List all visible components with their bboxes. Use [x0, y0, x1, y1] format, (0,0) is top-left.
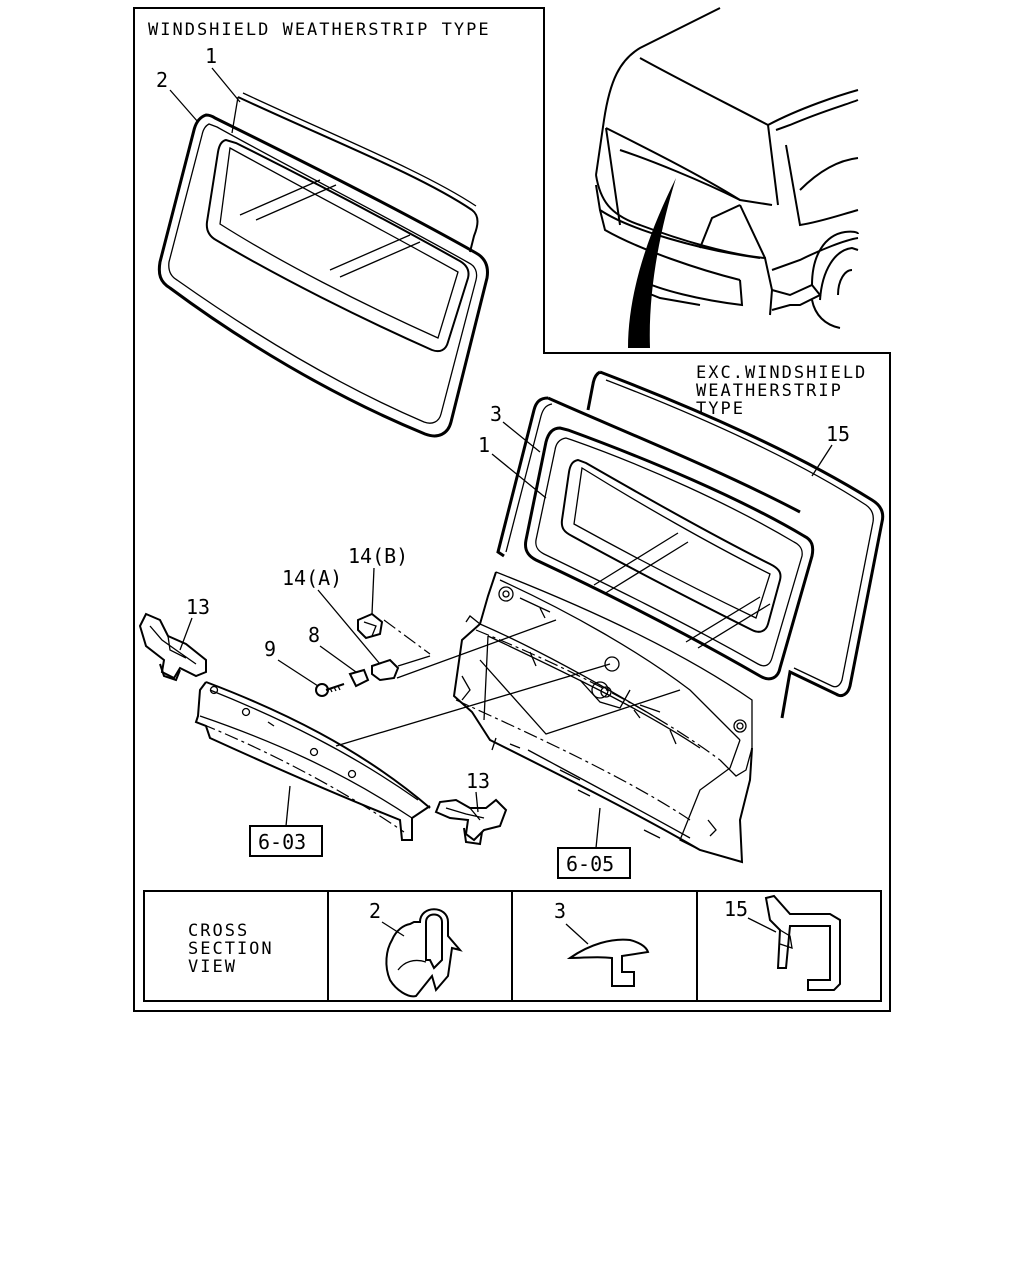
glass-inner-edge-top: [205, 138, 470, 353]
leader-14a: [317, 589, 381, 665]
cross-section-title-line2: SECTION: [188, 939, 274, 959]
leader-ref-6-05: [595, 807, 601, 849]
weatherstrip-ring-top: [157, 113, 489, 438]
nut-8: [348, 668, 370, 688]
leader-top-2: [169, 89, 199, 123]
callout-14a: 14(A): [282, 566, 342, 590]
windshield-glass-top: [157, 92, 489, 438]
dam-seal-15: [586, 370, 885, 719]
clip-14a: [371, 655, 431, 682]
leader-mid-1: [491, 453, 547, 499]
cross-section-label-15: 15: [724, 897, 748, 921]
ref-box-6-05[interactable]: [557, 847, 631, 879]
callout-top-2: 2: [156, 68, 168, 92]
callout-8: 8: [308, 623, 320, 647]
cowl-panel: [452, 571, 753, 864]
callout-mid-15: 15: [826, 422, 850, 446]
outer-frame: [133, 7, 891, 1012]
cross-section-label-3: 3: [554, 899, 566, 923]
callout-13-right: 13: [466, 769, 490, 793]
locator-arrow: [628, 178, 676, 348]
clip-14b: [357, 612, 431, 655]
section-title-exc-line3: TYPE: [696, 399, 745, 419]
section-title-exc-line2: WEATHERSTRIP: [696, 381, 843, 401]
leader-mid-3: [502, 421, 541, 453]
leader-14b: [371, 567, 375, 615]
vehicle-locator-view: [595, 7, 859, 348]
leader-9: [277, 659, 319, 687]
cross-section-profile-15: [764, 894, 841, 991]
leader-cs-15: [747, 917, 777, 933]
leader-mid-15: [811, 444, 833, 477]
callout-mid-3: 3: [490, 402, 502, 426]
cross-section-title-line3: VIEW: [188, 957, 237, 977]
glass-inner-edge-mid: [560, 458, 782, 633]
leader-to-cowl-hole-1: [396, 619, 557, 679]
glass-outer-mid: [524, 426, 815, 681]
bracket-13-right: [434, 798, 508, 846]
bracket-13-left: [138, 612, 207, 682]
callout-top-1: 1: [205, 44, 217, 68]
cross-section-profile-3: [566, 938, 650, 987]
leader-cs-3: [565, 923, 589, 945]
leader-8: [319, 645, 357, 673]
callout-14b: 14(B): [348, 544, 408, 568]
cross-section-title-line1: CROSS: [188, 921, 249, 941]
ref-label-6-03[interactable]: 6-03: [258, 830, 306, 854]
leader-cs-2: [381, 921, 405, 937]
ref-label-6-05[interactable]: 6-05: [566, 852, 614, 876]
section-title-exc-line1: EXC.WINDSHIELD: [696, 363, 867, 383]
callout-13-left: 13: [186, 595, 210, 619]
screw-9: [315, 683, 345, 697]
cowl-top-panel: [194, 681, 431, 841]
leader-ref-6-03: [285, 785, 291, 827]
leader-13-left: [179, 617, 193, 651]
cross-section-label-2: 2: [369, 899, 381, 923]
section-title-windshield-weatherstrip: WINDSHIELD WEATHERSTRIP TYPE: [148, 20, 491, 40]
molding-3: [496, 396, 549, 558]
leader-top-1: [211, 67, 241, 103]
cross-section-profile-2: [385, 908, 463, 998]
callout-mid-1: 1: [478, 433, 490, 457]
ref-box-6-03[interactable]: [249, 825, 323, 857]
leader-13-right: [475, 791, 479, 813]
leader-to-cowl-v: [479, 659, 681, 735]
leader-to-cowl-hole-2: [335, 663, 611, 747]
callout-9: 9: [264, 637, 276, 661]
cross-section-table: [143, 890, 882, 1002]
